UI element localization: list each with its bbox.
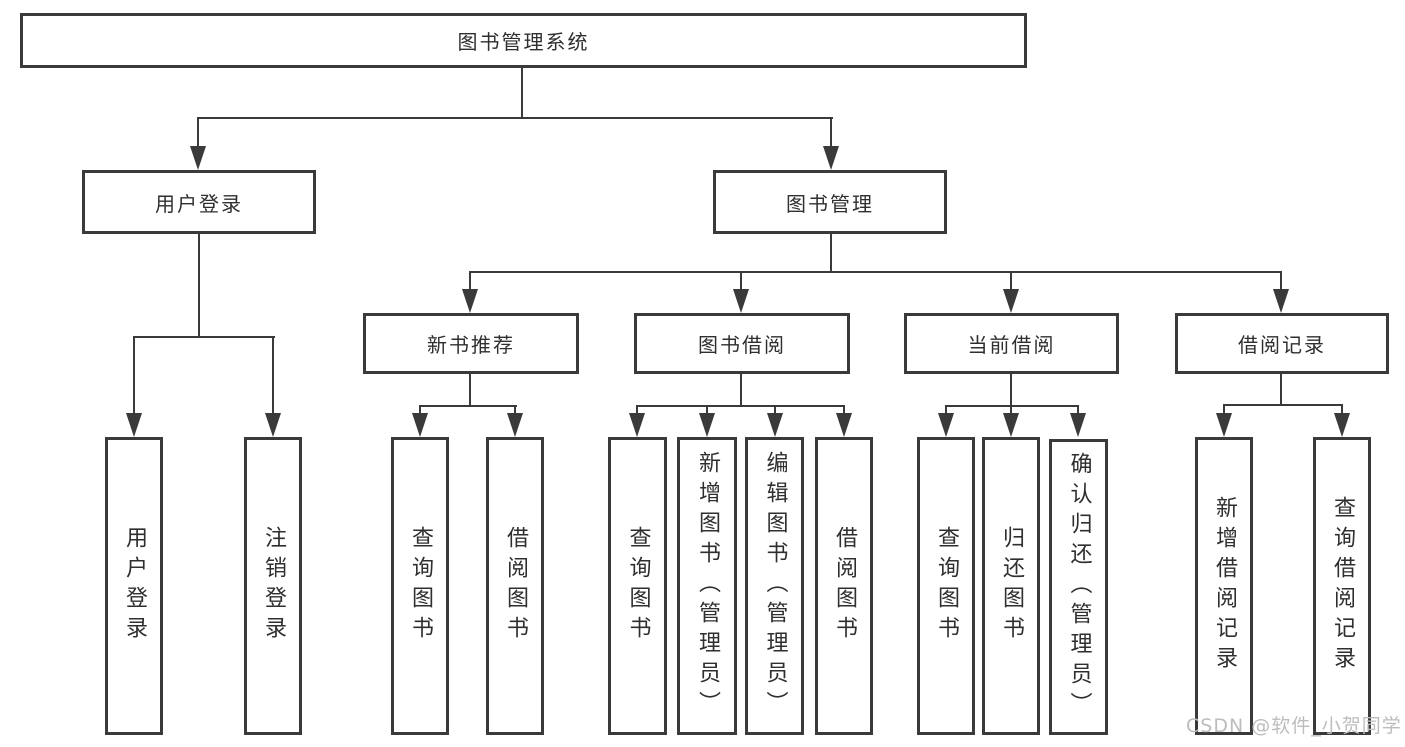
leaf-return-book: 归还图书 [982,437,1040,735]
leaf-borrow-book-label: 借阅图书 [832,526,857,646]
connector-line [945,405,1079,407]
connector-line [272,337,274,415]
connector-line [636,405,845,407]
connector-line [419,405,517,407]
connector-line [521,68,523,118]
node-borrow-records: 借阅记录 [1175,313,1389,374]
connector-line [1341,405,1343,415]
leaf-borrow-book: 借阅图书 [815,437,873,735]
node-new-book-rec: 新书推荐 [363,313,579,374]
arrow-down-icon [1003,413,1019,437]
connector-line [197,118,199,150]
connector-line [1077,406,1079,415]
watermark: CSDN @软件_小贺同学 [1186,715,1402,737]
leaf-edit-book-admin: 编辑图书（管理员） [745,437,804,735]
arrow-down-icon [629,413,645,437]
node-book-mgmt: 图书管理 [713,170,947,234]
connector-line [843,406,845,415]
leaf-user-login: 用户登录 [105,437,163,735]
arrow-down-icon [1003,289,1019,313]
connector-line [636,406,638,415]
node-current-borrow: 当前借阅 [904,313,1119,374]
connector-line [706,406,708,415]
leaf-add-borrow-record-label: 新增借阅记录 [1212,496,1237,676]
arrow-down-icon [412,413,428,437]
leaf-logout: 注销登录 [244,437,302,735]
connector-line [197,117,833,119]
node-borrow-records-label: 借阅记录 [1238,333,1326,357]
arrow-down-icon [190,146,206,170]
leaf-user-login-label: 用户登录 [122,526,147,646]
connector-line [830,234,832,273]
leaf-add-borrow-record: 新增借阅记录 [1195,437,1253,735]
leaf-confirm-return-admin-label: 确认归还（管理员） [1066,452,1092,722]
connector-line [469,272,471,291]
node-new-book-rec-label: 新书推荐 [427,333,515,357]
connector-line [514,406,516,415]
connector-line [1280,374,1282,405]
arrow-down-icon [1334,413,1350,437]
arrow-down-icon [1216,413,1232,437]
connector-line [469,374,471,407]
node-root: 图书管理系统 [20,13,1027,68]
leaf-query-book-borrow-label: 查询图书 [625,526,651,646]
arrow-down-icon [938,413,954,437]
connector-line [830,118,832,150]
leaf-borrow-book-rec: 借阅图书 [486,437,544,735]
node-user-login-label: 用户登录 [155,191,243,216]
leaf-query-book-borrow: 查询图书 [608,437,667,735]
arrow-down-icon [1273,289,1289,313]
connector-line [740,374,742,407]
connector-line [945,406,947,415]
arrow-down-icon [836,413,852,437]
leaf-add-book-admin-label: 新增图书（管理员） [695,451,720,721]
connector-line [1010,272,1012,291]
connector-line [740,272,742,291]
connector-line [1223,404,1343,406]
leaf-edit-book-admin-label: 编辑图书（管理员） [762,451,788,721]
leaf-add-book-admin: 新增图书（管理员） [677,437,737,735]
leaf-logout-label: 注销登录 [261,526,286,646]
leaf-query-book-current-label: 查询图书 [934,526,959,646]
leaf-return-book-label: 归还图书 [999,526,1024,646]
leaf-query-borrow-record-label: 查询借阅记录 [1330,496,1355,676]
node-book-borrow: 图书借阅 [634,313,850,374]
node-book-mgmt-label: 图书管理 [786,191,874,216]
connector-line [774,406,776,415]
leaf-borrow-book-rec-label: 借阅图书 [503,526,528,646]
connector-line [133,336,275,338]
connector-line [1223,405,1225,415]
arrow-down-icon [699,413,715,437]
leaf-query-book-rec: 查询图书 [391,437,449,735]
arrow-down-icon [767,413,783,437]
connector-line [1010,406,1012,415]
leaf-confirm-return-admin: 确认归还（管理员） [1049,439,1108,735]
arrow-down-icon [507,413,523,437]
arrow-down-icon [1070,413,1086,437]
connector-line [1010,374,1012,407]
node-book-borrow-label: 图书借阅 [698,333,786,357]
leaf-query-book-rec-label: 查询图书 [408,526,433,646]
connector-line [1280,272,1282,291]
arrow-down-icon [823,146,839,170]
connector-line [198,234,200,338]
node-root-label: 图书管理系统 [457,30,590,54]
leaf-query-book-current: 查询图书 [917,437,975,735]
arrow-down-icon [462,289,478,313]
node-user-login: 用户登录 [82,170,316,234]
arrow-down-icon [733,289,749,313]
connector-line [133,337,135,415]
arrow-down-icon [265,413,281,437]
leaf-query-borrow-record: 查询借阅记录 [1313,437,1371,735]
connector-line [469,271,1282,273]
node-current-borrow-label: 当前借阅 [967,333,1056,357]
connector-line [419,406,421,415]
arrow-down-icon [126,413,142,437]
